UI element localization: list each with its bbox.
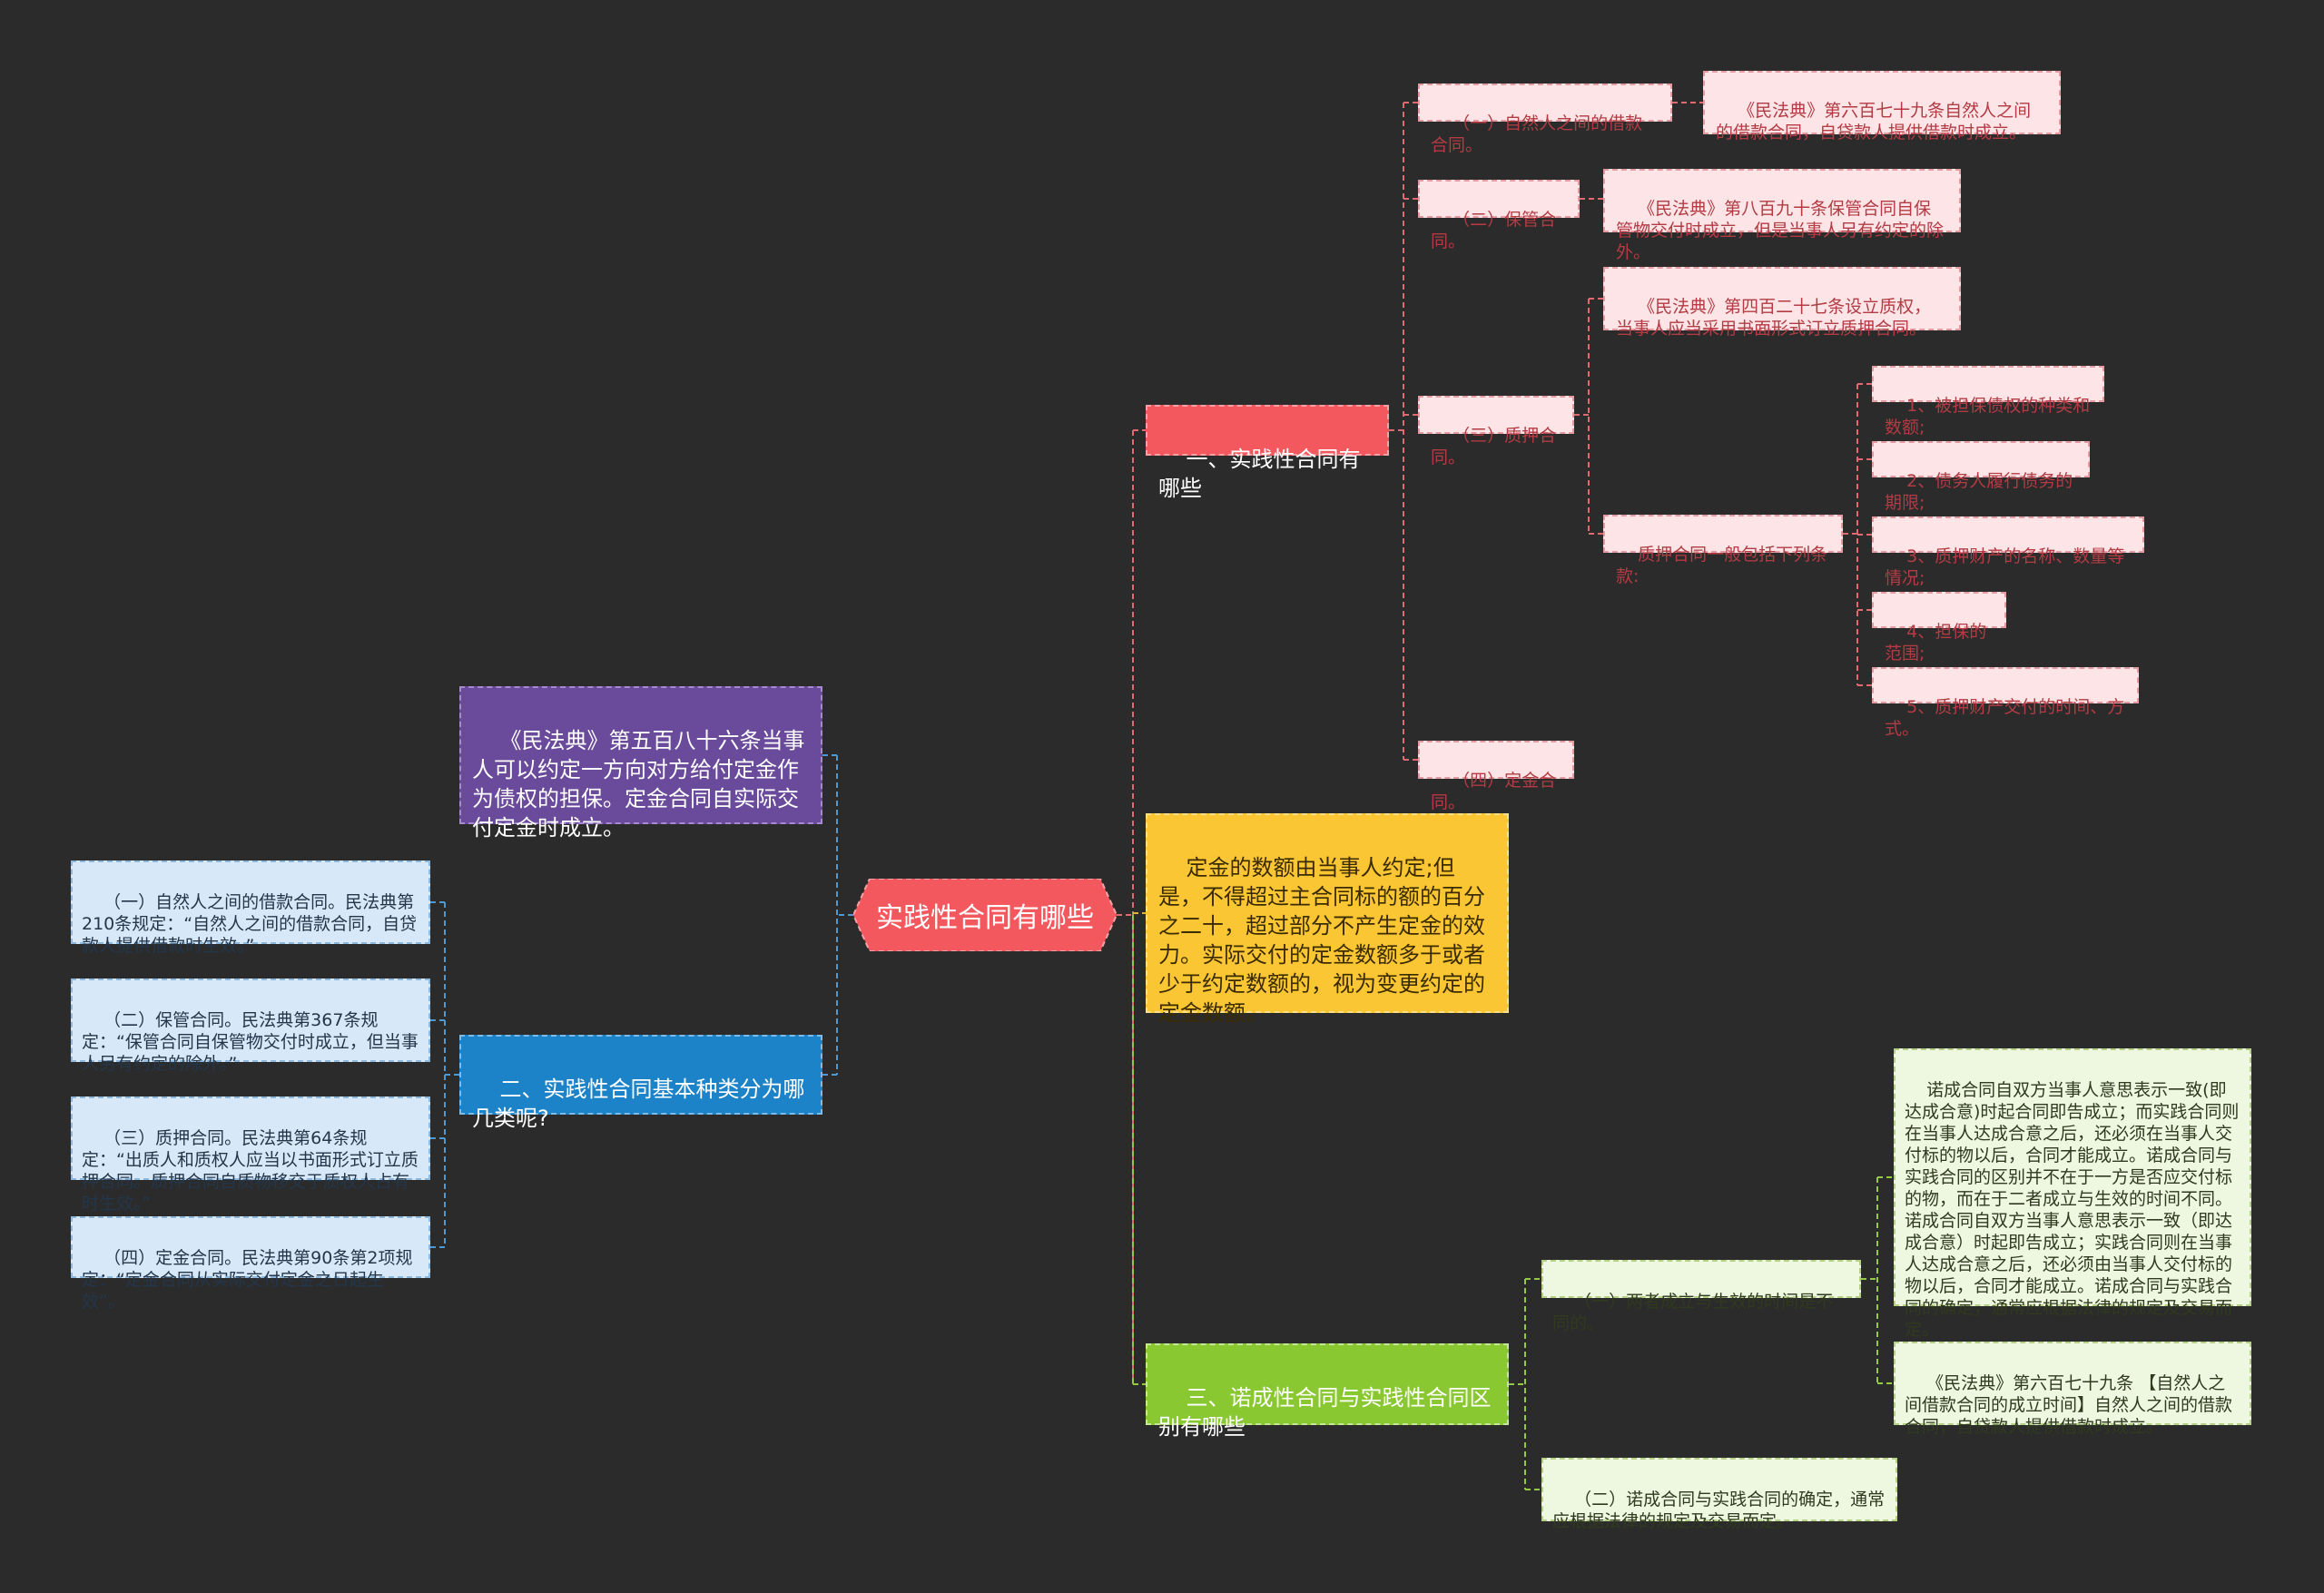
topic-deposit-law[interactable]: 《民法典》第五百八十六条当事人可以约定一方向对方给付定金作为债权的担保。定金合同… — [459, 686, 822, 841]
note-custody-contract[interactable]: 《民法典》第八百九十条保管合同自保管物交付时成立，但是当事人另有约定的除外。 — [1603, 169, 1961, 262]
item-loan-contract[interactable]: （一）自然人之间的借款合同。 — [1418, 84, 1672, 155]
pledge-clause-1[interactable]: 1、被担保债权的种类和数额; — [1872, 366, 2104, 438]
pledge-clause-5[interactable]: 5、质押财产交付的时间、方式。 — [1872, 667, 2139, 739]
root-compare-connector — [1132, 915, 1146, 1385]
topic-compare-contracts[interactable]: 三、诺成性合同与实践性合同区别有哪些 — [1146, 1343, 1509, 1440]
pledge-clause-4[interactable]: 4、担保的范围; — [1872, 592, 2006, 664]
topic-deposit-amount[interactable]: 定金的数额由当事人约定;但是，不得超过主合同标的额的百分之二十，超过部分不产生定… — [1146, 813, 1509, 1026]
pledge-children-connector — [1574, 298, 1603, 535]
item-deposit-contract[interactable]: （四）定金合同。 — [1418, 741, 1574, 812]
type-custody-contract[interactable]: （二）保管合同。民法典第367条规定：“保管合同自保管物交付时成立，但当事人另有… — [71, 978, 430, 1074]
root-topic[interactable]: 实践性合同有哪些 — [853, 879, 1117, 951]
types-items-connector — [430, 901, 459, 1248]
topic-label: 一、实践性合同有哪些 — [1158, 447, 1361, 501]
pledge-clause-2[interactable]: 2、债务人履行债务的期限; — [1872, 441, 2090, 513]
compare-item-determination[interactable]: （二）诺成合同与实践合同的确定，通常应根据法律的规定及交易而定。 — [1541, 1458, 1897, 1531]
root-hexagon-shape — [853, 879, 1117, 951]
root-left-connector — [822, 754, 853, 1076]
practical-items-connector — [1389, 102, 1418, 761]
compare-timing-note-2[interactable]: 《民法典》第六百七十九条 【自然人之间借款合同的成立时间】自然人之间的借款合同，… — [1894, 1342, 2251, 1437]
topic-contract-types[interactable]: 二、实践性合同基本种类分为哪几类呢? — [459, 1035, 822, 1131]
note-pledge-contract[interactable]: 《民法典》第四百二十七条设立质权，当事人应当采用书面形式订立质押合同。 — [1603, 267, 1961, 339]
root-right-connector — [1117, 429, 1146, 1385]
type-loan-contract[interactable]: （一）自然人之间的借款合同。民法典第210条规定：“自然人之间的借款合同，自贷款… — [71, 860, 430, 956]
type-deposit-contract[interactable]: （四）定金合同。民法典第90条第2项规定：“定金合同从实际交付定金之日起生效”。 — [71, 1216, 430, 1312]
pledge-clauses-label[interactable]: 质押合同一般包括下列条款: — [1603, 515, 1843, 586]
compare-items-connector — [1509, 1278, 1541, 1490]
compare-timing-note-1[interactable]: 诺成合同自双方当事人意思表示一致(即达成合意)时起合同即告成立；而实践合同则在当… — [1894, 1048, 2251, 1340]
compare-item-timing[interactable]: （一）两者成立与生效的时间是不同的。 — [1541, 1260, 1861, 1333]
item-pledge-contract[interactable]: （三）质押合同。 — [1418, 396, 1574, 467]
root-label: 实践性合同有哪些 — [876, 902, 1094, 934]
note-loan-contract[interactable]: 《民法典》第六百七十九条自然人之间的借款合同，自贷款人提供借款时成立。 — [1703, 71, 2061, 143]
pledge-clauses-connector — [1843, 383, 1872, 686]
topic-practical-contracts[interactable]: 一、实践性合同有哪些 — [1146, 405, 1389, 501]
type-pledge-contract[interactable]: （三）质押合同。民法典第64条规定：“出质人和质权人应当以书面形式订立质押合同。… — [71, 1096, 430, 1214]
pledge-clause-3[interactable]: 3、质押财产的名称、数量等情况; — [1872, 516, 2144, 588]
item-custody-contract[interactable]: （二）保管合同。 — [1418, 180, 1580, 251]
compare-notes-connector — [1861, 1176, 1894, 1384]
